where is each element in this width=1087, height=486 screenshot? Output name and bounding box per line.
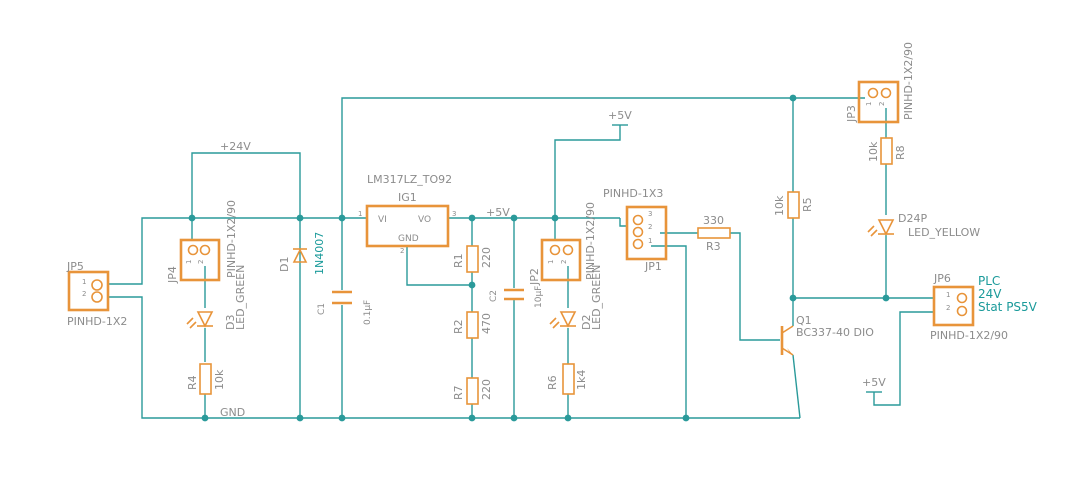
d2-value: LED_GREEN [590, 265, 603, 330]
jp4-value: PINHD-1X2/90 [225, 200, 238, 278]
r1-name: R1 [452, 253, 465, 268]
d24p-name: D24P [898, 212, 927, 225]
r3-name: R3 [706, 240, 721, 253]
jp5-pin1: 1 [82, 278, 86, 286]
capacitor-c1: C1 0.1µF [317, 290, 373, 325]
r8-value: 10k [867, 141, 880, 162]
jp3-value: PINHD-1X2/90 [902, 42, 915, 120]
c2-value: 10µF [534, 286, 544, 308]
supply-24v-label: +24V [220, 140, 251, 153]
connector-jp2: JP2 PINHD-1X2/90 1 2 [528, 202, 597, 286]
connector-jp6: JP6 PINHD-1X2/90 1 2 [930, 272, 1008, 342]
jp4-name: JP4 [166, 266, 179, 284]
jp2-name: JP2 [528, 268, 541, 286]
q1-name: Q1 [796, 314, 812, 327]
r6-name: R6 [546, 375, 559, 390]
r8-name: R8 [894, 145, 907, 160]
jp6-pin2: 2 [946, 304, 950, 312]
resistor-r7: R7 220 [452, 377, 493, 405]
jp1-pin3: 3 [648, 210, 652, 218]
regulator-pin-vi: VI [378, 215, 387, 225]
jp5-pin2: 2 [82, 290, 86, 298]
jp1-value: PINHD-1X3 [603, 187, 663, 200]
regulator-pin1: 1 [358, 210, 362, 218]
d3-value: LED_GREEN [234, 265, 247, 330]
jp3-pin1: 1 [865, 102, 873, 106]
gnd-label: GND [220, 406, 245, 419]
r7-name: R7 [452, 385, 465, 400]
supply-5v-top-label: +5V [608, 109, 632, 122]
led-d2: D2 LED_GREEN [549, 265, 603, 330]
connector-jp4: JP4 PINHD-1X2/90 1 2 [166, 200, 238, 284]
plc-note: PLC 24V Stat PS5V [978, 274, 1038, 314]
regulator-ig1: LM317LZ_TO92 IG1 VI VO GND 1 2 3 [358, 173, 456, 255]
jp5-name: JP5 [66, 260, 84, 273]
r4-value: 10k [213, 369, 226, 390]
r3-value: 330 [703, 214, 724, 227]
jp5-value: PINHD-1X2 [67, 315, 127, 328]
regulator-name: IG1 [398, 191, 417, 204]
r7-value: 220 [480, 379, 493, 400]
regulator-pin-vo: VO [418, 215, 431, 225]
connector-jp1: PINHD-1X3 JP1 3 2 1 [603, 187, 668, 273]
d1-value: 1N4007 [313, 232, 326, 275]
r2-name: R2 [452, 319, 465, 334]
connector-jp5: JP5 PINHD-1X2 1 2 [66, 260, 127, 328]
regulator-pin3: 3 [452, 210, 456, 218]
jp2-pin2: 2 [560, 260, 568, 264]
supply-5v-bottom: +5V [862, 376, 886, 393]
jp3-pin2: 2 [878, 102, 886, 106]
q1-value: BC337-40 DIO [796, 326, 874, 339]
jp1-name: JP1 [644, 260, 662, 273]
supply-5v-main-label: +5V [486, 206, 510, 219]
d2-name: D2 [580, 315, 593, 330]
r5-name: R5 [801, 197, 814, 212]
regulator-value: LM317LZ_TO92 [367, 173, 452, 186]
wires [108, 97, 934, 419]
r4-name: R4 [186, 375, 199, 390]
jp2-value: PINHD-1X2/90 [584, 202, 597, 280]
plc-note-line2: 24V [978, 287, 1002, 301]
jp4-pin2: 2 [197, 260, 205, 264]
resistor-r4: R4 10k [186, 363, 226, 395]
capacitor-c2: C2 10µF [489, 286, 544, 308]
resistor-r2: R2 470 [452, 311, 493, 339]
jp1-pin1: 1 [648, 237, 652, 245]
plc-note-line3: Stat PS5V [978, 300, 1038, 314]
resistor-r1: R1 220 [452, 245, 493, 273]
r6-value: 1k4 [575, 370, 588, 390]
d3-name: D3 [224, 315, 237, 330]
jp4-pin1: 1 [185, 260, 193, 264]
plc-note-line1: PLC [978, 274, 1000, 288]
d24p-value: LED_YELLOW [908, 226, 980, 239]
regulator-pin2: 2 [400, 247, 404, 255]
resistor-r8: 10k R8 [867, 137, 907, 165]
diode-d1: D1 1N4007 [278, 232, 326, 275]
supply-5v-bottom-label: +5V [862, 376, 886, 389]
resistor-r3: 330 R3 [697, 214, 731, 253]
c1-value: 0.1µF [363, 300, 373, 325]
r5-value: 10k [773, 195, 786, 216]
supply-5v-top: +5V [608, 109, 632, 126]
led-d3: D3 LED_GREEN [186, 265, 247, 330]
jp6-name: JP6 [933, 272, 951, 285]
jp6-value: PINHD-1X2/90 [930, 329, 1008, 342]
regulator-pin-gnd: GND [398, 234, 419, 244]
d1-name: D1 [278, 257, 291, 272]
resistor-r5: 10k R5 [773, 191, 814, 219]
c1-name: C1 [317, 303, 327, 315]
resistor-r6: R6 1k4 [546, 363, 588, 395]
connector-jp3: JP3 PINHD-1X2/90 1 2 [845, 42, 915, 124]
jp3-name: JP3 [845, 105, 858, 123]
r1-value: 220 [480, 247, 493, 268]
r2-value: 470 [480, 313, 493, 334]
jp2-pin1: 1 [547, 260, 555, 264]
jp6-pin1: 1 [946, 291, 950, 299]
transistor-q1: Q1 BC337-40 DIO [780, 314, 874, 356]
junctions [188, 94, 890, 422]
c2-name: C2 [489, 290, 499, 302]
led-d24p: D24P LED_YELLOW [867, 212, 980, 239]
jp1-pin2: 2 [648, 223, 652, 231]
